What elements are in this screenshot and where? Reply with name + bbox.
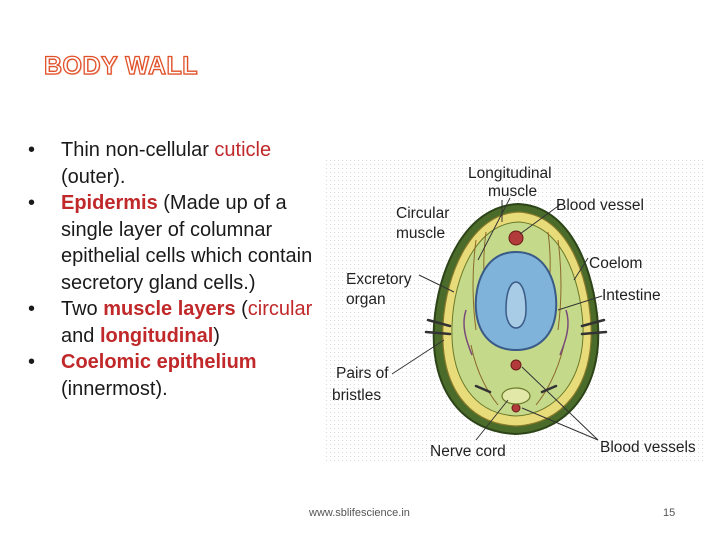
bullet-list: • Thin non-cellular cuticle (outer). • Epid… [28,137,338,402]
label-intestine: Intestine [602,287,661,304]
bullet-text-segment: longitudinal [99,324,214,347]
page-number: 15 [663,507,676,519]
bullet-item: • Epidermis (Made up of a single layer of… [28,190,338,296]
bullet-dot: • [28,351,36,373]
label-nerve-cord: Nerve cord [430,443,506,460]
bullet-text-segment: Coelomic epithelium [61,351,257,373]
ventral-blood-vessel [510,359,522,371]
label-longitudinal: Longitudinal [468,165,552,182]
bullet-text-segment: (outer). [61,165,126,188]
leader-lines [391,197,603,441]
label-coelom: Coelom [589,255,642,272]
dorsal-blood-vessel [508,230,524,246]
typhlosole [505,281,527,329]
bullet-text-segment: circular [247,298,313,320]
bullet-item: • Thin non-cellular cuticle (outer). [28,137,338,190]
label-blood-vessels: Blood vessels [600,439,696,456]
bullet-text-segment: Epidermis [61,192,158,214]
bullet-dot: • [28,192,36,214]
bullet-dot: • [28,139,36,161]
subneural-blood-vessel [511,403,521,413]
bullet-text-segment: and [61,324,100,347]
label-bristles: bristles [332,387,381,404]
bullet-text-segment: ) [213,324,220,347]
bullet-text-segment: Thin non-cellular [61,139,215,161]
bullet-text-segment: muscle layers [103,298,236,320]
label-excretory: Excretory [346,271,412,288]
bullet-dot: • [28,298,36,320]
bullet-text-segment: (Made up of a single layer of columnar e… [61,192,313,294]
bullet-text-segment: (innermost). [61,377,168,400]
bullet-item: • Coelomic epithelium (innermost). [28,349,338,402]
nerve-cord [501,387,531,405]
slide-title: BODY WALL [43,51,199,80]
footer-url: www.sblifescience.in [309,507,410,519]
bullet-text-segment: Two [61,298,104,320]
excretory-organs [463,309,569,356]
label-excretory-organ: organ [346,291,386,308]
label-longitudinal-muscle: muscle [488,183,537,200]
label-circular: Circular [396,205,449,222]
bullet-item: • Two muscle layers (circular and longitu… [28,296,338,349]
bristles [424,318,608,394]
earthworm-cross-section-diagram: Longitudinal muscle Blood vessel Circula… [326,160,704,462]
bullet-text-segment: cuticle [214,139,272,161]
bullet-text-segment: ( [235,298,248,320]
label-blood-vessel: Blood vessel [556,197,644,214]
label-pairs-of: Pairs of [336,365,389,382]
label-circular-muscle: muscle [396,225,445,242]
